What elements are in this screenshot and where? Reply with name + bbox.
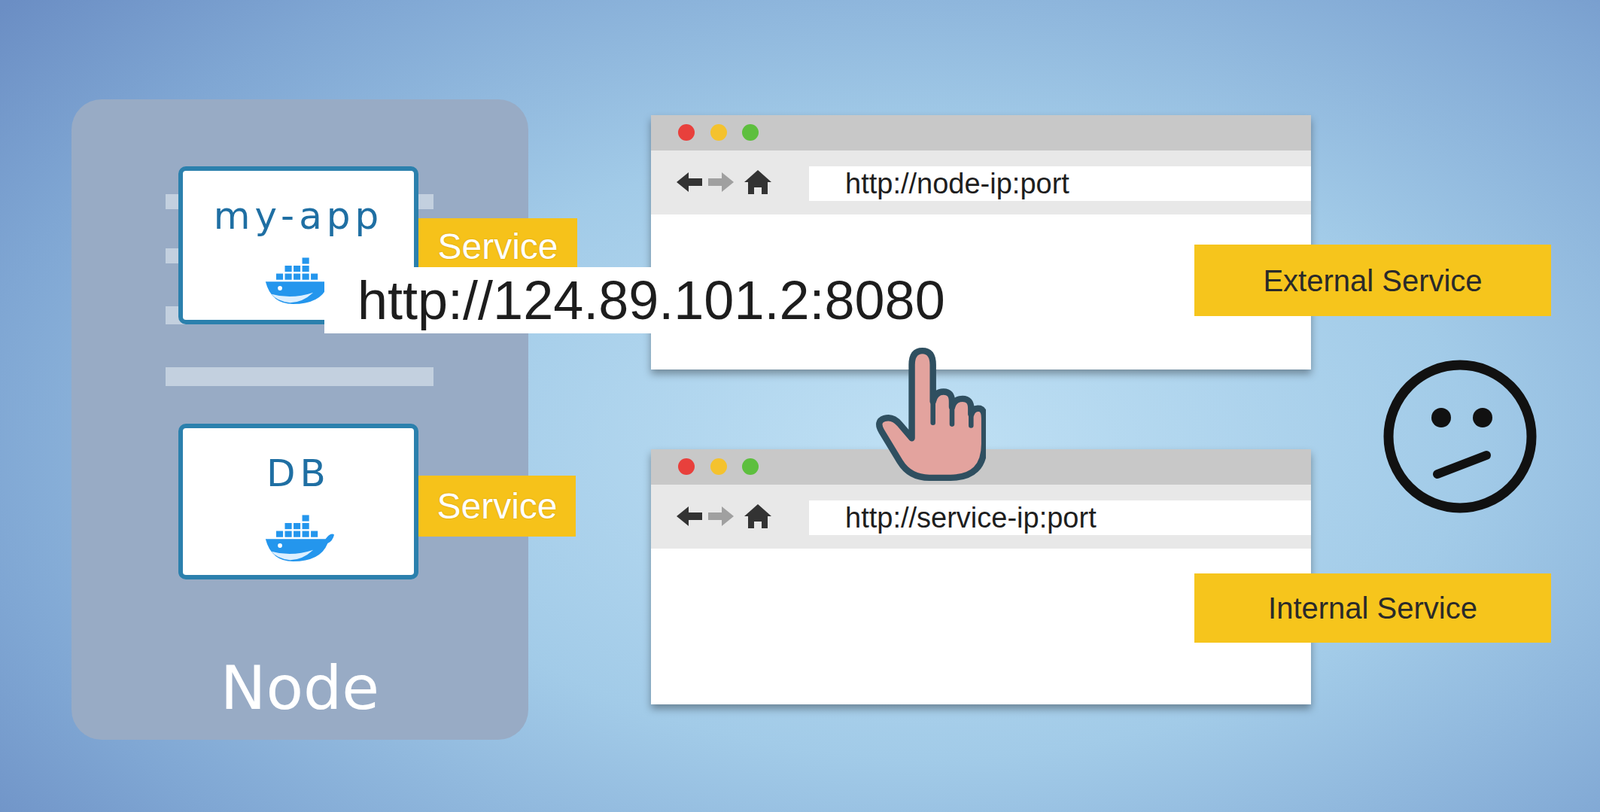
url-field: http://node-ip:port [809, 166, 1312, 201]
face-eye [1472, 407, 1493, 428]
title-bar [650, 115, 1312, 151]
nav-icons [673, 501, 787, 532]
docker-whale-icon [262, 509, 335, 564]
window-dots [650, 449, 772, 485]
node-text: Service [437, 225, 558, 268]
service-tag: Service [418, 475, 576, 537]
url-field: http://service-ip:port [809, 500, 1312, 536]
hand-cursor [873, 342, 986, 486]
service-type-tag: Internal Service [1194, 573, 1552, 643]
url-label: http://124.89.101.2:8080 [357, 270, 946, 331]
node-text: Service [436, 485, 557, 528]
face-mouth [1437, 455, 1487, 475]
node-text: Internal Service [1268, 590, 1478, 627]
node-text: Node [220, 653, 380, 724]
node-text: External Service [1262, 262, 1482, 299]
face-eye [1431, 407, 1451, 428]
finger-lines [933, 401, 972, 426]
service-type-tag: External Service [1194, 244, 1552, 317]
node-text: my-app [213, 194, 384, 238]
nav-icons [673, 167, 787, 198]
node-text: http://node-ip:port [845, 167, 1070, 200]
confused-face [1377, 353, 1543, 520]
container-box: DB [178, 423, 419, 580]
node-text: DB [266, 451, 331, 496]
url-banner: http://124.89.101.2:8080 [324, 267, 1021, 334]
nav-bar: http://service-ip:port [650, 484, 1312, 549]
hand-shape [879, 350, 985, 478]
nav-bar: http://node-ip:port [650, 150, 1312, 215]
window-dots [650, 115, 772, 151]
node-panel: Nodemy-appServiceDBService [71, 99, 529, 740]
face-outline [1388, 365, 1532, 508]
node-text: http://service-ip:port [845, 501, 1097, 534]
